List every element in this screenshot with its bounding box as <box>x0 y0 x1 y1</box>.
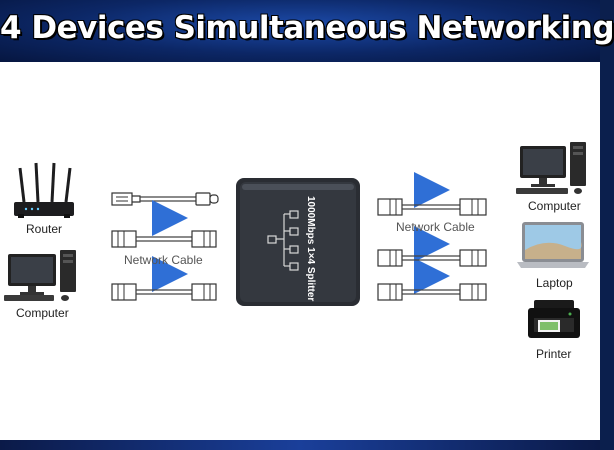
splitter-label: 1000Mbps 1×4 Splitter <box>305 196 316 301</box>
router-label: Router <box>26 222 63 236</box>
right-computer-icon <box>516 142 586 194</box>
right-cable-network-3 <box>377 283 487 301</box>
right-computer-label: Computer <box>528 199 581 213</box>
right-cable-label: Network Cable <box>396 220 475 234</box>
left-computer-icon <box>4 250 76 301</box>
laptop-icon <box>517 222 589 268</box>
page-title: 4 Devices Simultaneous Networking <box>0 10 614 46</box>
printer-icon <box>528 300 580 338</box>
left-cable-network-1 <box>111 230 217 248</box>
printer-label: Printer <box>536 347 572 361</box>
splitter-device: 1000Mbps 1×4 Splitter <box>236 178 360 306</box>
left-cable-label: Network Cable <box>124 253 203 267</box>
diagram-graphics: 1000Mbps 1×4 Splitter <box>4 142 589 338</box>
right-cable-network-2 <box>377 249 487 267</box>
router-icon <box>14 162 74 218</box>
left-cable-usb <box>111 192 219 206</box>
right-cable-network-1 <box>377 198 487 216</box>
title-banner: 4 Devices Simultaneous Networking <box>0 0 614 62</box>
network-topology-icon <box>267 210 299 271</box>
left-cable-network-2 <box>111 283 217 301</box>
left-computer-label: Computer <box>16 306 69 320</box>
footer-bar <box>0 440 600 450</box>
laptop-label: Laptop <box>536 276 573 290</box>
